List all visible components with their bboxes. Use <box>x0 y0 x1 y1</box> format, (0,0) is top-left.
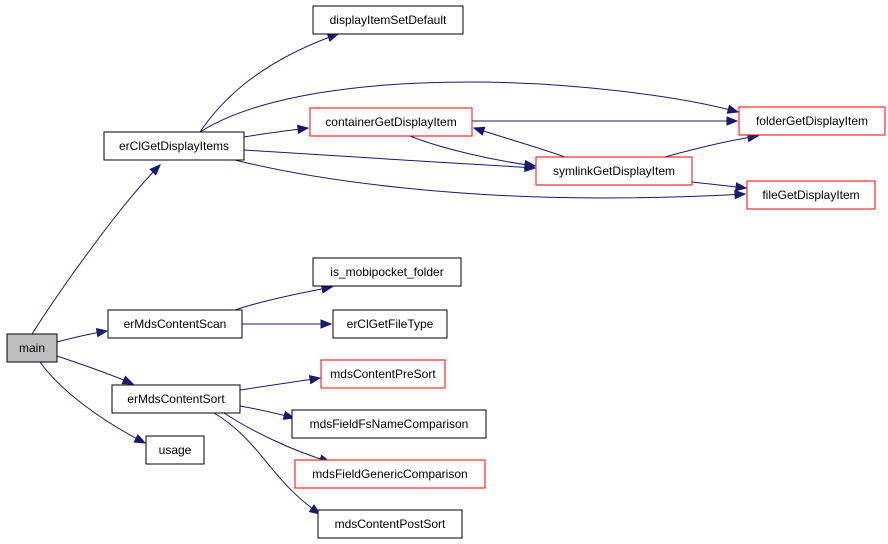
node-label-mds-field-fs-name-comparison[interactable]: mdsFieldFsNameComparison <box>310 417 469 431</box>
edge-er-cl-get-display-items-to-display-item-set-default-line <box>199 33 339 133</box>
node-label-file-get-display-item[interactable]: fileGetDisplayItem <box>762 188 859 202</box>
edge-er-mds-content-sort-to-mds-content-post-sort <box>213 412 322 515</box>
node-mds-field-generic-comparison[interactable]: mdsFieldGenericComparison <box>294 459 486 489</box>
edge-main-to-er-mds-content-sort <box>56 355 135 385</box>
node-box-er-cl-get-display-items[interactable] <box>103 131 245 161</box>
edge-symlink-get-display-item-to-file-get-display-item-arrowhead <box>735 182 748 192</box>
edge-er-cl-get-display-items-to-container-get-display-item-arrowhead <box>296 124 310 135</box>
edge-main-to-usage <box>39 361 147 444</box>
edge-er-mds-content-sort-to-mds-field-fs-name-comparison-arrowhead <box>282 410 296 420</box>
node-label-display-item-set-default[interactable]: displayItemSetDefault <box>330 13 447 27</box>
node-box-main[interactable] <box>6 333 58 363</box>
edge-main-to-er-mds-content-scan <box>56 327 109 343</box>
node-box-symlink-get-display-item[interactable] <box>535 156 693 186</box>
edge-er-mds-content-sort-to-mds-content-post-sort-arrowhead <box>308 504 322 515</box>
node-label-symlink-get-display-item[interactable]: symlinkGetDisplayItem <box>553 164 675 178</box>
edge-er-cl-get-display-items-to-display-item-set-default-arrowhead <box>326 33 340 42</box>
node-box-is-mobipocket-folder[interactable] <box>312 257 462 287</box>
node-label-er-cl-get-display-items[interactable]: erClGetDisplayItems <box>119 139 229 153</box>
edge-symlink-get-display-item-to-container-get-display-item-arrowhead <box>472 126 486 136</box>
edge-er-cl-get-display-items-to-folder-get-display-item <box>199 81 740 133</box>
node-label-er-mds-content-sort[interactable]: erMdsContentSort <box>127 392 225 406</box>
node-label-er-cl-get-file-type[interactable]: erClGetFileType <box>347 317 434 331</box>
edge-main-to-er-cl-get-display-items-arrowhead <box>149 164 161 176</box>
edge-er-cl-get-display-items-to-file-get-display-item-arrowhead <box>734 189 747 200</box>
edge-container-get-display-item-to-symlink-get-display-item-line <box>409 135 536 167</box>
node-label-mds-field-generic-comparison[interactable]: mdsFieldGenericComparison <box>312 467 467 481</box>
node-box-folder-get-display-item[interactable] <box>738 106 886 136</box>
edge-er-cl-get-display-items-to-file-get-display-item-line <box>234 159 746 199</box>
edge-main-to-usage-line <box>39 361 146 444</box>
edge-main-to-usage-arrowhead <box>133 434 147 444</box>
edge-symlink-get-display-item-to-folder-get-display-item-line <box>664 135 759 158</box>
node-label-is-mobipocket-folder[interactable]: is_mobipocket_folder <box>330 265 443 279</box>
edge-main-to-er-mds-content-sort-line <box>56 355 134 385</box>
node-box-mds-field-generic-comparison[interactable] <box>294 459 486 489</box>
node-file-get-display-item[interactable]: fileGetDisplayItem <box>746 180 876 210</box>
node-box-mds-content-post-sort[interactable] <box>317 509 463 539</box>
edge-container-get-display-item-to-symlink-get-display-item-arrowhead <box>523 159 537 170</box>
node-is-mobipocket-folder[interactable]: is_mobipocket_folder <box>312 257 462 287</box>
edge-er-cl-get-display-items-to-folder-get-display-item-line <box>199 81 739 133</box>
node-box-mds-field-fs-name-comparison[interactable] <box>291 409 487 439</box>
node-mds-field-fs-name-comparison[interactable]: mdsFieldFsNameComparison <box>291 409 487 439</box>
edge-layer <box>31 33 760 515</box>
node-box-mds-content-pre-sort[interactable] <box>320 359 446 389</box>
edge-main-to-er-mds-content-scan-arrowhead <box>95 327 109 338</box>
node-usage[interactable]: usage <box>145 435 205 465</box>
node-main[interactable]: main <box>6 333 58 363</box>
edge-er-cl-get-display-items-to-folder-get-display-item-arrowhead <box>726 104 740 114</box>
edge-er-mds-content-sort-to-mds-content-pre-sort <box>239 374 322 391</box>
node-er-mds-content-scan[interactable]: erMdsContentScan <box>107 309 243 339</box>
edge-er-mds-content-sort-to-mds-field-generic-comparison-line <box>223 412 331 463</box>
edge-er-mds-content-sort-to-mds-content-pre-sort-line <box>239 377 321 391</box>
edge-main-to-er-cl-get-display-items <box>31 164 161 335</box>
edge-main-to-er-mds-content-sort-arrowhead <box>121 375 135 385</box>
node-label-folder-get-display-item[interactable]: folderGetDisplayItem <box>756 114 868 128</box>
node-label-main[interactable]: main <box>19 341 45 355</box>
edge-er-mds-content-sort-to-mds-content-post-sort-line <box>213 412 321 515</box>
node-er-cl-get-display-items[interactable]: erClGetDisplayItems <box>103 131 245 161</box>
edge-er-cl-get-display-items-to-container-get-display-item <box>243 124 310 138</box>
node-er-mds-content-sort[interactable]: erMdsContentSort <box>111 384 241 414</box>
edge-er-cl-get-display-items-to-symlink-get-display-item-line <box>243 149 536 169</box>
edge-er-mds-content-scan-to-er-cl-get-file-type <box>242 319 333 329</box>
edge-symlink-get-display-item-to-file-get-display-item <box>691 181 748 192</box>
edge-container-get-display-item-to-symlink-get-display-item <box>409 135 537 170</box>
node-label-usage[interactable]: usage <box>159 443 192 457</box>
node-mds-content-pre-sort[interactable]: mdsContentPreSort <box>320 359 446 389</box>
node-box-container-get-display-item[interactable] <box>309 107 473 137</box>
edge-er-mds-content-scan-to-is-mobipocket-folder-line <box>234 286 333 311</box>
node-box-file-get-display-item[interactable] <box>746 180 876 210</box>
node-layer: main erClGetDisplayItems erMdsContentScan e… <box>6 5 886 539</box>
edge-er-cl-get-display-items-to-symlink-get-display-item <box>243 149 537 173</box>
edge-symlink-get-display-item-to-container-get-display-item-line <box>473 127 566 158</box>
edge-er-cl-get-display-items-to-file-get-display-item <box>234 159 747 200</box>
node-mds-content-post-sort[interactable]: mdsContentPostSort <box>317 509 463 539</box>
node-box-display-item-set-default[interactable] <box>312 5 464 35</box>
node-label-container-get-display-item[interactable]: containerGetDisplayItem <box>325 115 456 129</box>
node-display-item-set-default[interactable]: displayItemSetDefault <box>312 5 464 35</box>
edge-er-mds-content-sort-to-mds-field-fs-name-comparison <box>239 405 296 420</box>
edge-symlink-get-display-item-to-folder-get-display-item <box>664 132 760 158</box>
node-er-cl-get-file-type[interactable]: erClGetFileType <box>332 309 448 339</box>
node-label-mds-content-pre-sort[interactable]: mdsContentPreSort <box>330 367 436 381</box>
node-box-er-mds-content-sort[interactable] <box>111 384 241 414</box>
edge-container-get-display-item-to-folder-get-display-item-arrowhead <box>726 116 739 126</box>
node-box-usage[interactable] <box>145 435 205 465</box>
node-label-mds-content-post-sort[interactable]: mdsContentPostSort <box>335 517 446 531</box>
node-box-er-cl-get-file-type[interactable] <box>332 309 448 339</box>
edge-container-get-display-item-to-folder-get-display-item <box>472 116 739 126</box>
edge-er-mds-content-scan-to-is-mobipocket-folder <box>234 284 334 311</box>
edge-er-mds-content-sort-to-mds-content-pre-sort-arrowhead <box>308 374 322 385</box>
node-box-er-mds-content-scan[interactable] <box>107 309 243 339</box>
node-symlink-get-display-item[interactable]: symlinkGetDisplayItem <box>535 156 693 186</box>
node-label-er-mds-content-scan[interactable]: erMdsContentScan <box>124 317 227 331</box>
edge-symlink-get-display-item-to-container-get-display-item <box>472 126 566 158</box>
edge-main-to-er-cl-get-display-items-line <box>31 164 161 335</box>
node-folder-get-display-item[interactable]: folderGetDisplayItem <box>738 106 886 136</box>
node-container-get-display-item[interactable]: containerGetDisplayItem <box>309 107 473 137</box>
edge-er-mds-content-scan-to-er-cl-get-file-type-arrowhead <box>320 319 333 329</box>
